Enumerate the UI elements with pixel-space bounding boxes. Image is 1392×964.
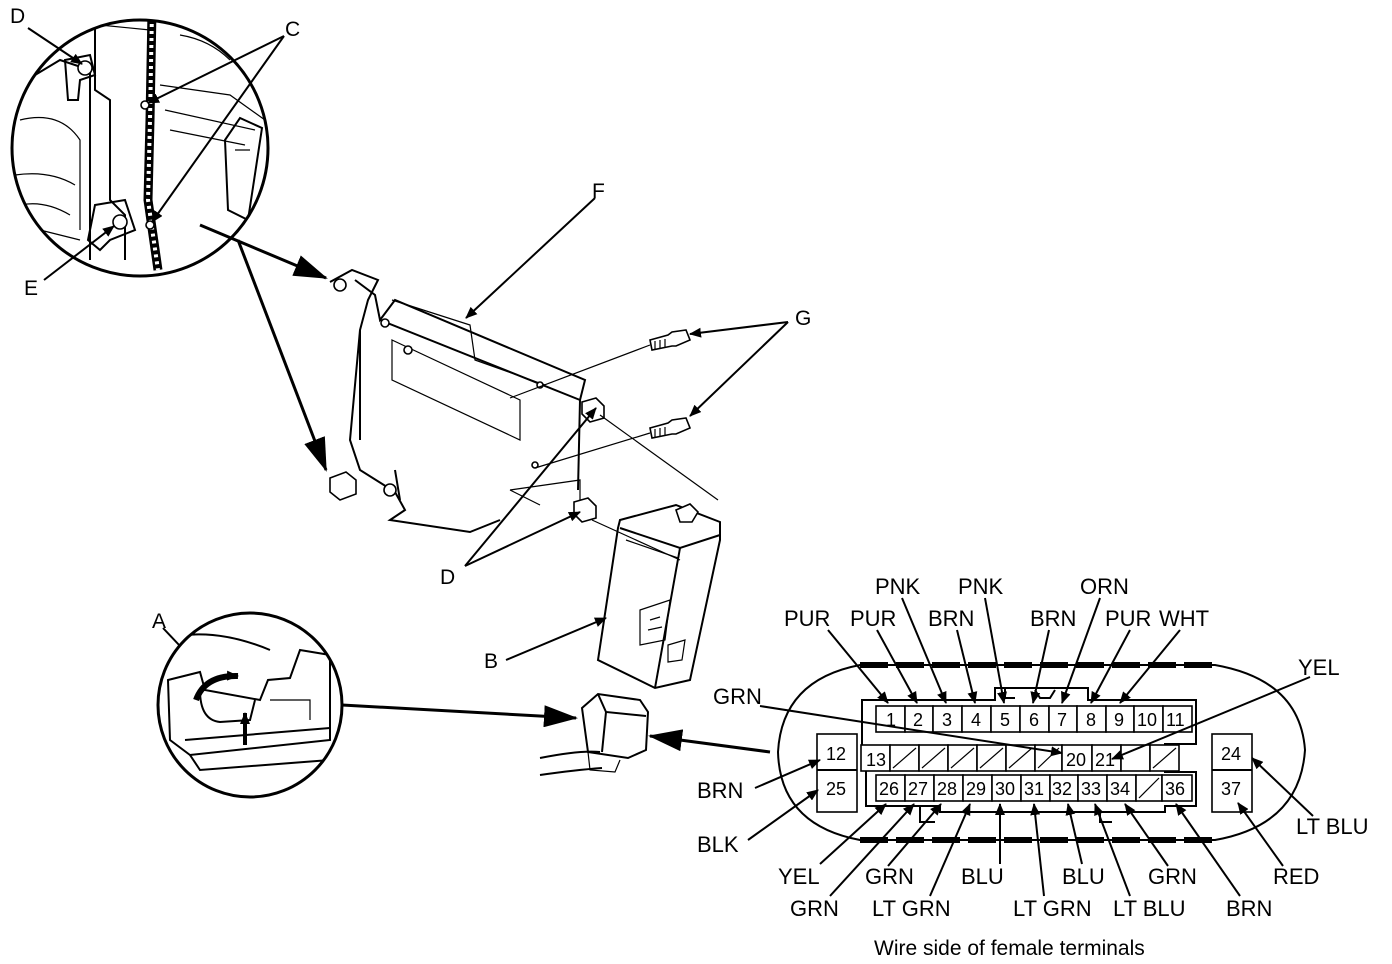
callout-c: C xyxy=(285,18,300,41)
leader-d-top xyxy=(27,27,83,65)
wire-p37: RED xyxy=(1273,864,1319,889)
pin-8: 8 xyxy=(1086,710,1096,730)
leader-d-2 xyxy=(464,511,581,567)
pin-29: 29 xyxy=(966,779,986,799)
arrow-circle-to-bracket-bottom xyxy=(236,239,328,472)
callout-d-bottom: D xyxy=(440,566,455,589)
leader-a xyxy=(162,627,181,647)
wire-p9: WHT xyxy=(1159,606,1209,631)
leader-c-2 xyxy=(151,35,285,223)
pin-row-1 xyxy=(875,705,1193,733)
pin-20: 20 xyxy=(1066,750,1086,770)
wire-p5: PNK xyxy=(958,574,1004,599)
wire-p24: LT BLU xyxy=(1296,814,1369,839)
pin-32: 32 xyxy=(1052,779,1072,799)
wire-p21: YEL xyxy=(1298,655,1340,680)
wire-p20: GRN xyxy=(713,684,762,709)
wire-p3: PNK xyxy=(875,574,921,599)
arrow-circle-to-bracket-top xyxy=(199,223,328,280)
leader-c-1 xyxy=(147,35,285,104)
wire-p1: PUR xyxy=(784,606,830,631)
pin-row-3 xyxy=(875,774,1193,802)
leader-d-1 xyxy=(464,407,597,567)
pin-21: 21 xyxy=(1095,750,1115,770)
pin-36: 36 xyxy=(1165,779,1185,799)
wire-p28: GRN xyxy=(865,864,914,889)
pin-24: 24 xyxy=(1221,744,1241,764)
wire-p25: BLK xyxy=(697,832,739,857)
callout-b: B xyxy=(484,650,498,673)
wire-p30: BLU xyxy=(961,864,1004,889)
arrow-terminal-to-connector xyxy=(648,729,771,754)
wire-p12: BRN xyxy=(697,778,743,803)
pin-1: 1 xyxy=(886,710,896,730)
leader-b xyxy=(505,617,607,661)
pin-2: 2 xyxy=(913,710,923,730)
wire-p2: PUR xyxy=(850,606,896,631)
pin-12: 12 xyxy=(826,744,846,764)
wire-leaders-bottom xyxy=(819,803,1241,897)
leader-e xyxy=(43,225,115,281)
leader-g-2 xyxy=(689,321,789,417)
control-unit xyxy=(596,503,721,690)
pin-30: 30 xyxy=(995,779,1015,799)
wire-p32: BLU xyxy=(1062,864,1105,889)
detail-circle-bracket xyxy=(10,18,270,278)
pin-row-2 xyxy=(860,744,1180,772)
wire-p29: LT GRN xyxy=(872,896,951,921)
pin-34: 34 xyxy=(1110,779,1130,799)
leader-g-1 xyxy=(689,321,789,338)
wire-p36: BRN xyxy=(1226,896,1272,921)
connector-plug xyxy=(539,692,650,776)
callout-g: G xyxy=(795,307,811,330)
mounting-bracket xyxy=(329,268,605,534)
pin-11: 11 xyxy=(1166,710,1185,730)
wire-p8: PUR xyxy=(1105,606,1151,631)
wire-p31: LT GRN xyxy=(1013,896,1092,921)
pin-4: 4 xyxy=(971,710,981,730)
wire-leaders-top xyxy=(759,597,1311,760)
pin-7: 7 xyxy=(1057,710,1067,730)
callout-a: A xyxy=(152,610,166,633)
arrow-detail-to-connector xyxy=(341,703,578,728)
bolt-upper xyxy=(649,329,692,351)
pin-13: 13 xyxy=(866,750,886,770)
pin-31: 31 xyxy=(1024,779,1044,799)
pin-27: 27 xyxy=(908,779,928,799)
wire-leaders-sides xyxy=(747,757,1314,867)
terminal-caption: Wire side of female terminals xyxy=(874,937,1145,960)
callout-f: F xyxy=(592,180,605,203)
pin-3: 3 xyxy=(942,710,952,730)
wire-p7: ORN xyxy=(1080,574,1129,599)
wire-p34: GRN xyxy=(1148,864,1197,889)
wire-p6: BRN xyxy=(1030,606,1076,631)
callout-e: E xyxy=(24,277,38,300)
callout-d-top: D xyxy=(10,5,25,28)
pin-25: 25 xyxy=(826,779,846,799)
pin-10: 10 xyxy=(1137,710,1157,730)
wire-p4: BRN xyxy=(928,606,974,631)
pin-5: 5 xyxy=(1000,710,1010,730)
pin-6: 6 xyxy=(1029,710,1039,730)
wire-p26: YEL xyxy=(778,864,820,889)
pin-37: 37 xyxy=(1221,779,1241,799)
pin-9: 9 xyxy=(1114,710,1124,730)
wire-p27: GRN xyxy=(790,896,839,921)
wire-p33: LT BLU xyxy=(1113,896,1186,921)
pin-26: 26 xyxy=(879,779,899,799)
leader-f xyxy=(465,197,596,319)
pin-33: 33 xyxy=(1081,779,1101,799)
terminal-face xyxy=(776,662,1307,843)
pin-28: 28 xyxy=(937,779,957,799)
bolt-lower xyxy=(649,417,692,439)
detail-circle-lock xyxy=(156,611,344,799)
